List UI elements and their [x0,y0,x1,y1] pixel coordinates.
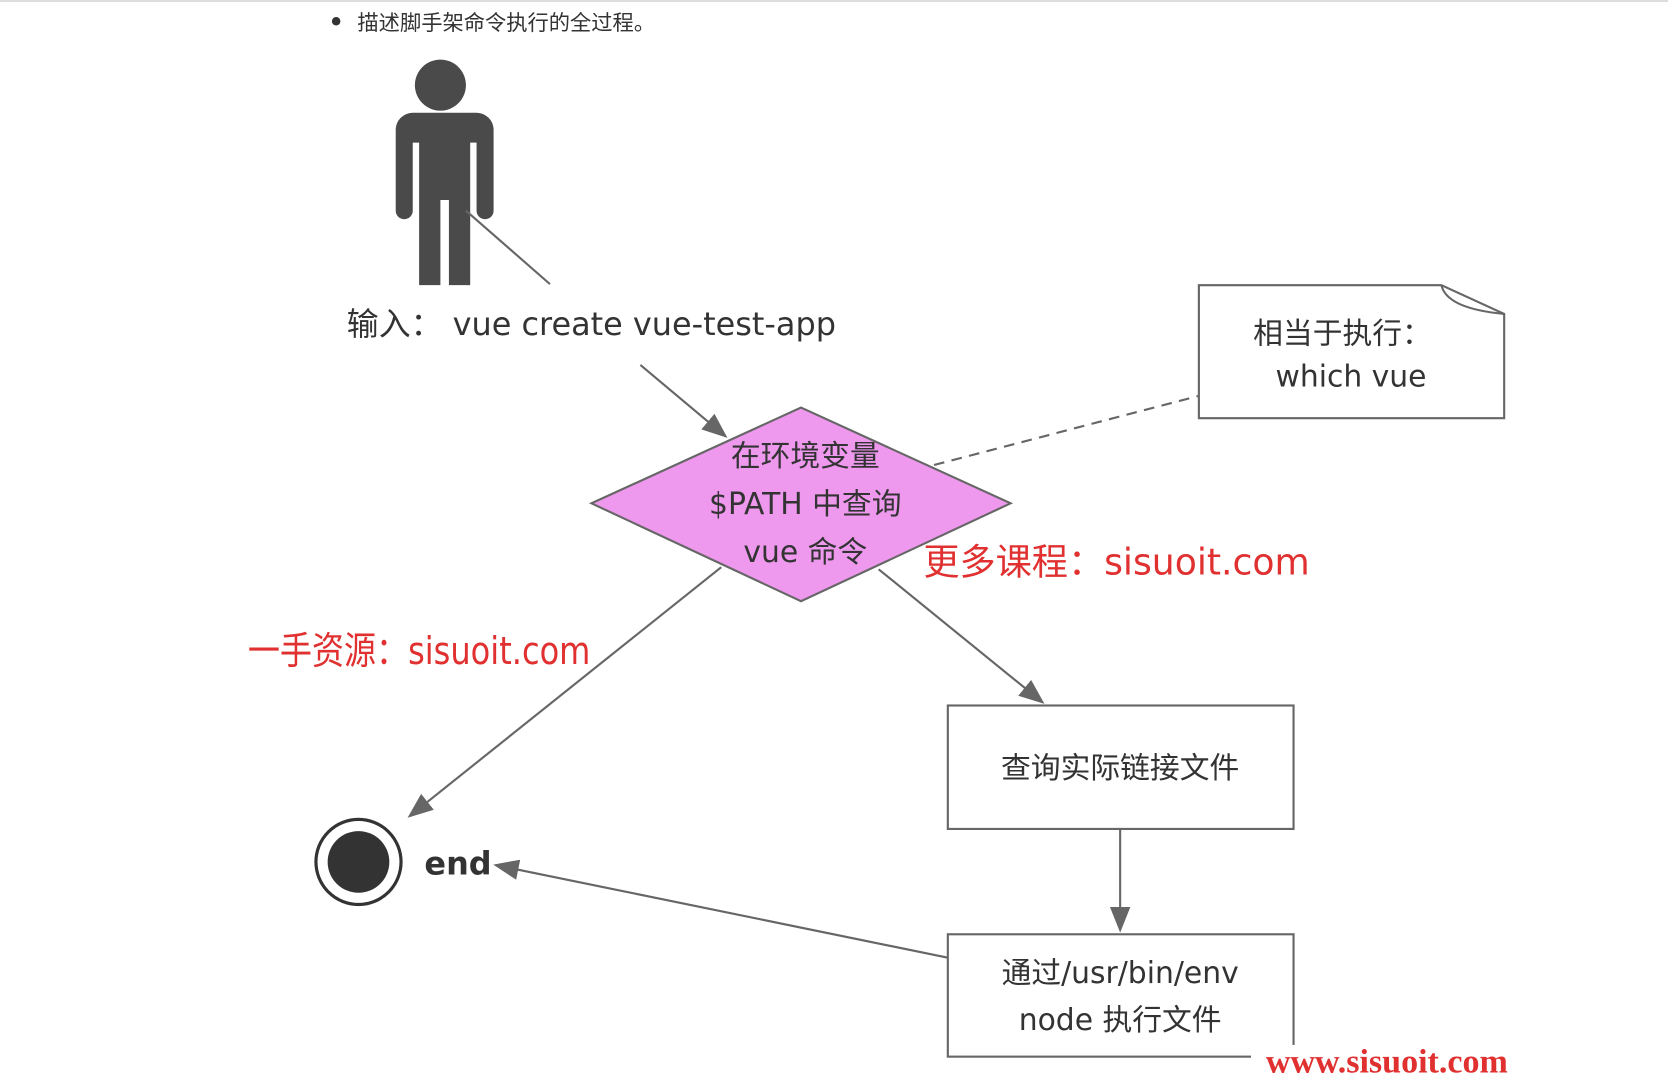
bullet-icon [331,17,341,26]
watermark-left: 一手资源：sisuoit.com [248,629,591,674]
decision-line2: $PATH 中查询 [709,487,901,522]
process-box-execute[interactable] [946,933,1295,1058]
box1-text: 查询实际链接文件 [1001,751,1239,786]
end-node-icon [327,831,390,893]
actor-input-label: 输入： vue create vue-test-app [347,305,836,343]
top-divider [0,0,1668,2]
note-line1: 相当于执行： [1253,317,1432,352]
arrow-decision-to-box1 [878,568,1045,704]
arrow-decision-to-end [407,566,722,818]
watermark-bottom: www.sisuoit.com [1266,1044,1508,1079]
watermark-bottom-bg [1251,1044,1634,1079]
arrow-box2-to-end [493,859,949,959]
note-connector [933,394,1200,467]
decision-line1: 在环境变量 [731,439,880,474]
end-label: end [424,845,491,883]
note-box [1197,284,1506,420]
actor-icon [395,59,494,286]
note-fold [1440,284,1505,315]
watermark-center: 更多课程：sisuoit.com [923,541,1309,584]
box2-line2: node 执行文件 [1019,1003,1222,1038]
decision-diamond[interactable] [588,406,1014,603]
bullet-text: 描述脚手架命令执行的全过程。 [357,11,655,36]
note-line2: which vue [1275,359,1426,394]
decision-line3: vue 命令 [743,535,867,570]
arrow-input-to-decision [639,364,728,438]
box2-line1: 通过/usr/bin/env [1002,956,1239,991]
actor-connector [465,209,551,285]
